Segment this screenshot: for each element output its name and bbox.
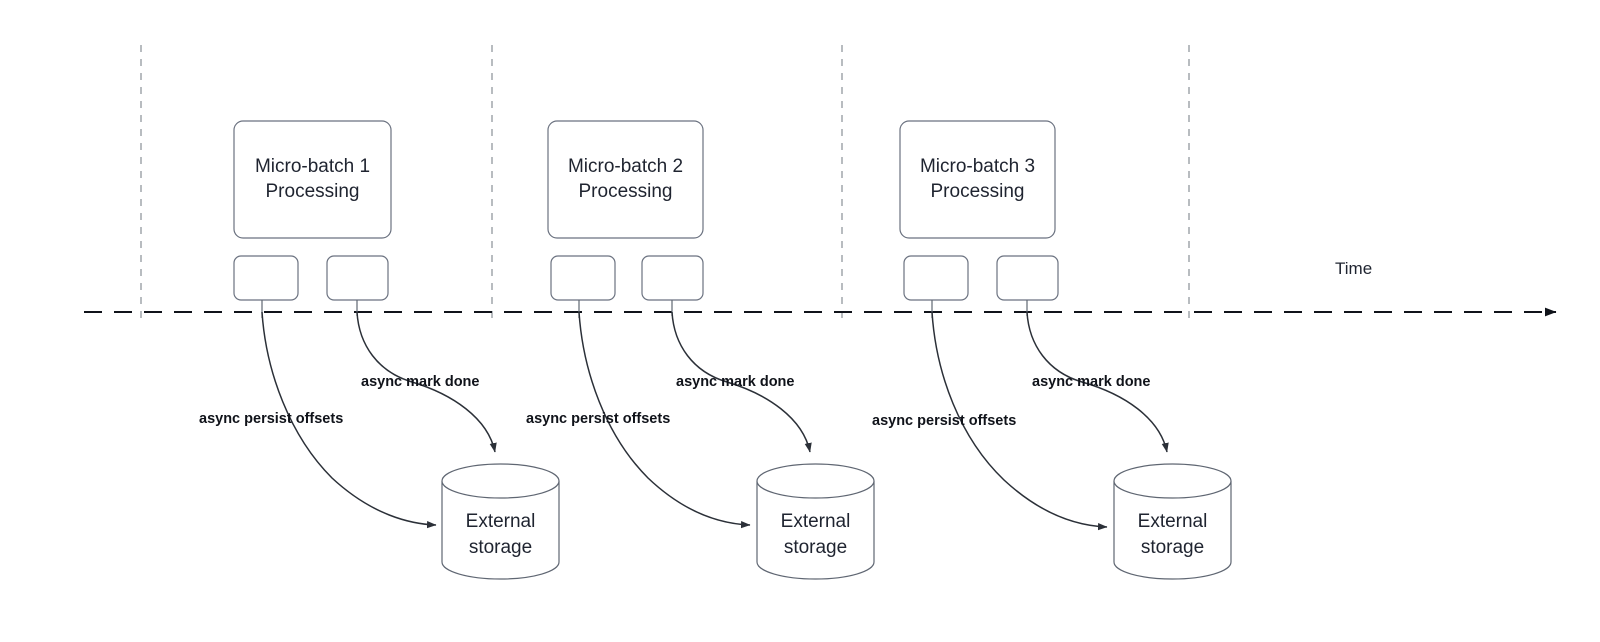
process-box-1[interactable] bbox=[233, 120, 392, 239]
mark-done-label-3: async mark done bbox=[1032, 374, 1150, 390]
external-storage-1-body bbox=[441, 481, 560, 580]
mark-done-arrow-3 bbox=[1026, 311, 1169, 453]
external-storage-2-label-line1: External bbox=[781, 511, 851, 532]
external-storage-2[interactable]: External storage bbox=[756, 463, 875, 580]
persist-offsets-label-2: async persist offsets bbox=[526, 411, 670, 427]
external-storage-1-label-line1: External bbox=[466, 511, 536, 532]
time-axis-label: Time bbox=[1335, 259, 1372, 278]
external-storage-3-body bbox=[1113, 481, 1232, 580]
external-storage-3-top bbox=[1113, 463, 1232, 499]
persist-offsets-arrow-1 bbox=[261, 311, 437, 529]
mark-done-arrow-1 bbox=[356, 311, 497, 453]
external-storage-1[interactable]: External storage bbox=[441, 463, 560, 580]
group-3: Micro-batch 3 Processing async persist o… bbox=[872, 120, 1232, 580]
mark-done-arrow-2 bbox=[671, 311, 812, 453]
external-storage-2-top bbox=[756, 463, 875, 499]
task-box-3-right[interactable] bbox=[996, 255, 1059, 301]
external-storage-1-top bbox=[441, 463, 560, 499]
mark-done-label-1: async mark done bbox=[361, 374, 479, 390]
task-box-1-right[interactable] bbox=[326, 255, 389, 301]
task-box-3-left[interactable] bbox=[903, 255, 969, 301]
persist-offsets-arrow-3 bbox=[931, 311, 1108, 531]
divider-lines bbox=[140, 45, 1190, 325]
persist-offsets-label-1: async persist offsets bbox=[199, 411, 343, 427]
mark-done-label-2: async mark done bbox=[676, 374, 794, 390]
external-storage-1-label-line2: storage bbox=[469, 537, 532, 558]
group-1: Micro-batch 1 Processing async persist o… bbox=[199, 120, 560, 580]
external-storage-2-body bbox=[756, 481, 875, 580]
process-box-2-label-line1: Micro-batch 2 bbox=[568, 156, 683, 177]
external-storage-2-label-line2: storage bbox=[784, 537, 847, 558]
persist-offsets-arrow-2 bbox=[578, 311, 751, 529]
process-box-3-label-line1: Micro-batch 3 bbox=[920, 156, 1035, 177]
external-storage-3-label-line1: External bbox=[1138, 511, 1208, 532]
process-box-3-label-line2: Processing bbox=[931, 181, 1025, 202]
process-box-2-label-line2: Processing bbox=[579, 181, 673, 202]
task-box-2-left[interactable] bbox=[550, 255, 616, 301]
process-box-2[interactable] bbox=[547, 120, 704, 239]
process-box-1-label-line1: Micro-batch 1 bbox=[255, 156, 370, 177]
process-box-3[interactable] bbox=[899, 120, 1056, 239]
process-box-1-label-line2: Processing bbox=[266, 181, 360, 202]
external-storage-3-label-line2: storage bbox=[1141, 537, 1204, 558]
external-storage-3[interactable]: External storage bbox=[1113, 463, 1232, 580]
task-box-2-right[interactable] bbox=[641, 255, 704, 301]
group-2: Micro-batch 2 Processing async persist o… bbox=[526, 120, 875, 580]
task-box-1-left[interactable] bbox=[233, 255, 299, 301]
persist-offsets-label-3: async persist offsets bbox=[872, 413, 1016, 429]
